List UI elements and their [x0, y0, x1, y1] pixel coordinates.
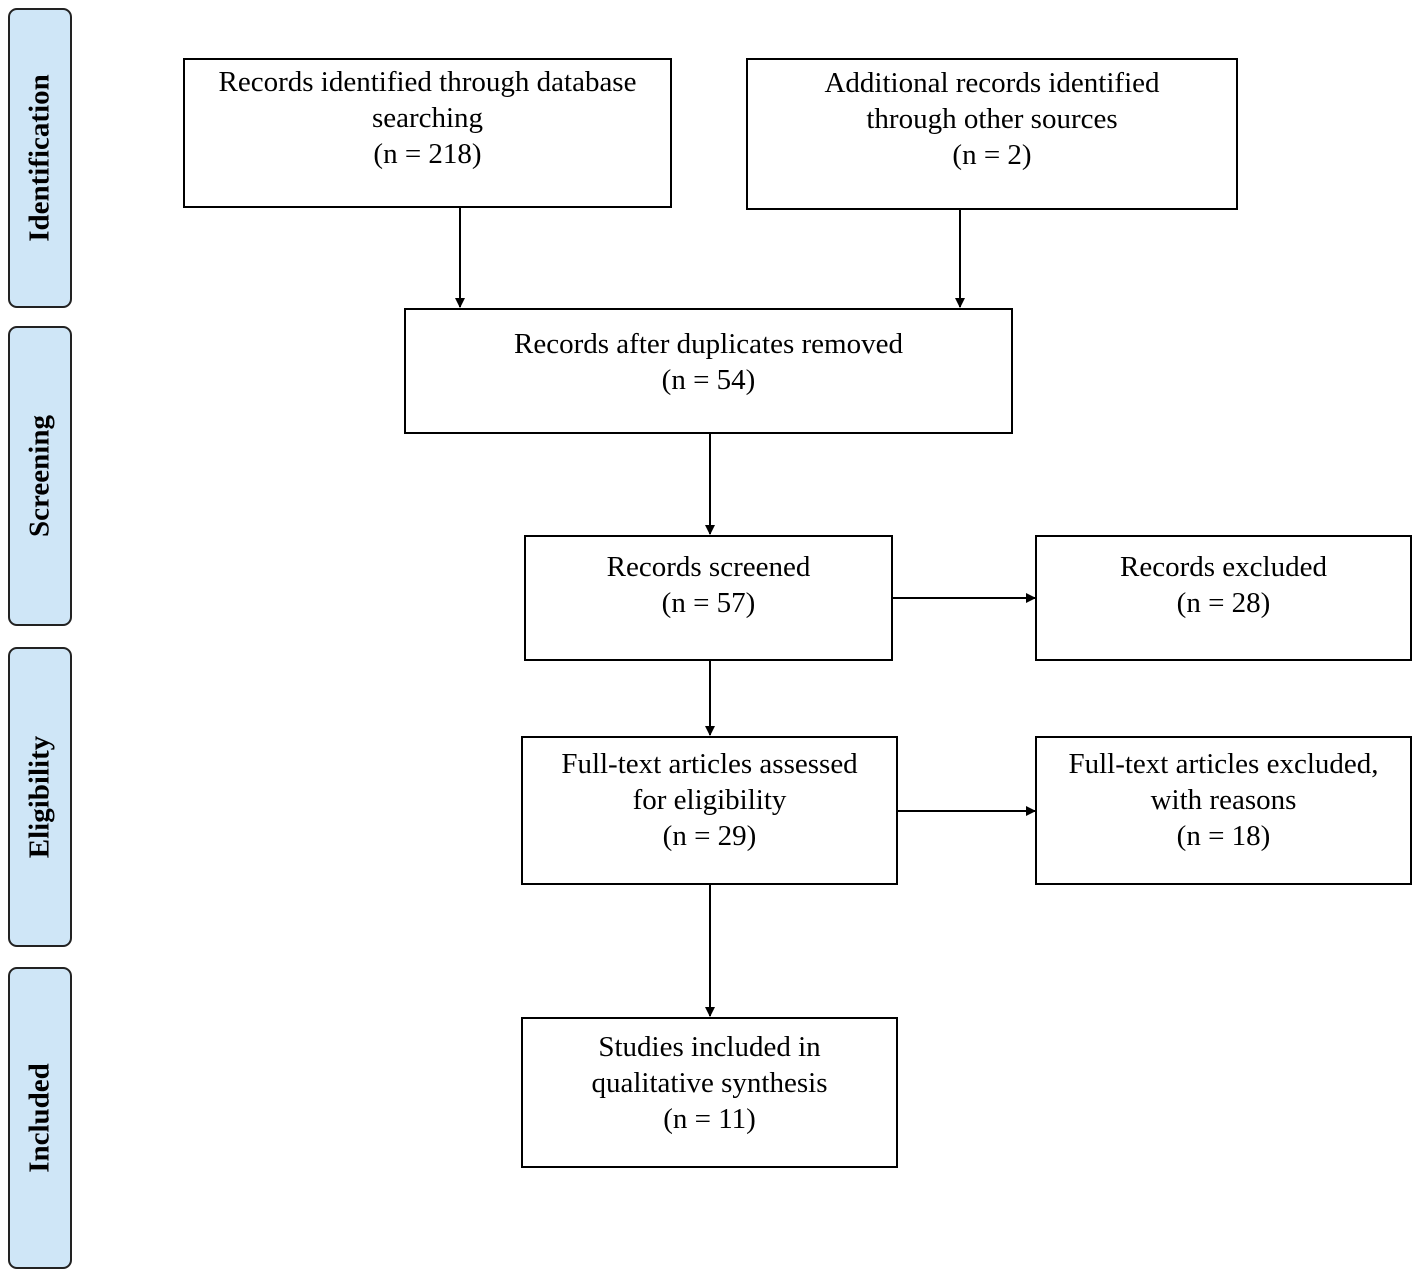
box-other-sources-count: (n = 2) — [952, 139, 1032, 171]
box-fulltext-assessed-line1: Full-text articles assessed — [561, 747, 858, 780]
box-fulltext-assessed-count: (n = 29) — [662, 819, 757, 852]
box-studies-included-count: (n = 11) — [663, 1102, 756, 1135]
phase-included: Included — [8, 967, 72, 1269]
box-other-sources-line1: Additional records identified — [824, 67, 1160, 99]
box-database-records: Records identified through database sear… — [183, 58, 672, 208]
box-fulltext-assessed: Full-text articles assessed for eligibil… — [521, 736, 898, 885]
box-records-screened: Records screened (n = 57) — [524, 535, 893, 661]
box-records-excluded-line1: Records excluded — [1120, 551, 1327, 583]
box-fulltext-excluded-line1: Full-text articles excluded, — [1068, 747, 1379, 780]
box-duplicates-removed: Records after duplicates removed (n = 54… — [404, 308, 1013, 434]
box-studies-included-line1: Studies included in — [598, 1030, 821, 1063]
box-records-excluded: Records excluded (n = 28) — [1035, 535, 1412, 661]
box-duplicates-removed-line1: Records after duplicates removed — [514, 328, 903, 360]
box-fulltext-excluded: Full-text articles excluded, with reason… — [1035, 736, 1412, 885]
box-studies-included-line2: qualitative synthesis — [591, 1066, 828, 1099]
box-database-records-count: (n = 218) — [373, 138, 482, 170]
phase-screening: Screening — [8, 326, 72, 626]
box-fulltext-assessed-line2: for eligibility — [632, 783, 787, 816]
box-fulltext-excluded-line2: with reasons — [1150, 783, 1297, 816]
box-database-records-line2: searching — [371, 102, 484, 134]
box-duplicates-removed-count: (n = 54) — [661, 364, 756, 396]
phase-eligibility: Eligibility — [8, 647, 72, 947]
box-studies-included: Studies included in qualitative synthesi… — [521, 1017, 898, 1168]
box-records-excluded-count: (n = 28) — [1176, 587, 1271, 619]
box-database-records-line1: Records identified through database — [218, 66, 637, 98]
box-records-screened-line1: Records screened — [606, 551, 811, 583]
phase-identification: Identification — [8, 8, 72, 308]
box-fulltext-excluded-count: (n = 18) — [1176, 819, 1271, 852]
box-other-sources: Additional records identified through ot… — [746, 58, 1238, 210]
box-other-sources-line2: through other sources — [866, 103, 1118, 135]
box-records-screened-count: (n = 57) — [661, 587, 756, 619]
